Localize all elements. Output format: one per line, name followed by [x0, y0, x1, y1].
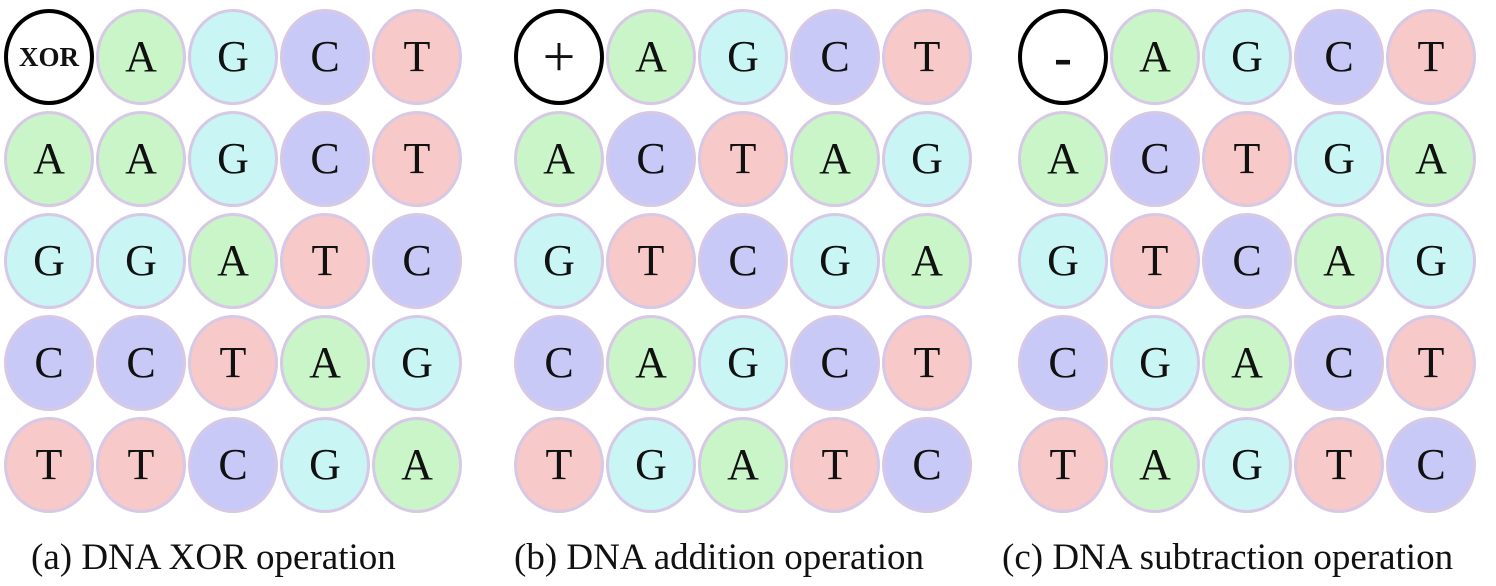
header-base-cell: C: [280, 9, 370, 105]
result-base-cell: G: [1386, 213, 1476, 309]
result-base-cell: T: [1202, 111, 1292, 207]
result-base-cell: G: [606, 417, 696, 513]
header-base-cell: T: [1386, 9, 1476, 105]
result-base-cell: T: [372, 111, 462, 207]
result-base-cell: G: [882, 111, 972, 207]
result-base-cell: A: [882, 213, 972, 309]
result-base-cell: C: [280, 111, 370, 207]
row-base-cell: G: [1018, 213, 1108, 309]
row-base-cell: C: [4, 315, 94, 411]
result-base-cell: T: [698, 111, 788, 207]
result-base-cell: A: [606, 315, 696, 411]
row-base-cell: A: [1018, 111, 1108, 207]
result-base-cell: A: [698, 417, 788, 513]
result-base-cell: C: [1386, 417, 1476, 513]
result-base-cell: G: [96, 213, 186, 309]
result-base-cell: T: [1294, 417, 1384, 513]
result-base-cell: C: [1202, 213, 1292, 309]
row-base-cell: C: [1018, 315, 1108, 411]
result-base-cell: A: [790, 111, 880, 207]
result-base-cell: G: [372, 315, 462, 411]
result-base-cell: C: [790, 315, 880, 411]
header-base-cell: C: [1294, 9, 1384, 105]
result-base-cell: G: [188, 111, 278, 207]
row-base-cell: G: [514, 213, 604, 309]
row-base-cell: T: [1018, 417, 1108, 513]
header-base-cell: A: [606, 9, 696, 105]
header-base-cell: G: [188, 9, 278, 105]
result-base-cell: T: [1110, 213, 1200, 309]
result-base-cell: C: [606, 111, 696, 207]
operator-symbol: +: [514, 9, 604, 105]
xor-table-caption: (a) DNA XOR operation: [31, 537, 396, 578]
result-base-cell: A: [1294, 213, 1384, 309]
result-base-cell: T: [790, 417, 880, 513]
result-base-cell: G: [1202, 417, 1292, 513]
result-base-cell: C: [372, 213, 462, 309]
operator-symbol: XOR: [4, 9, 94, 105]
header-base-cell: G: [1202, 9, 1292, 105]
result-base-cell: T: [1386, 315, 1476, 411]
result-base-cell: C: [1110, 111, 1200, 207]
result-base-cell: A: [1110, 417, 1200, 513]
result-base-cell: C: [96, 315, 186, 411]
result-base-cell: C: [1294, 315, 1384, 411]
result-base-cell: A: [188, 213, 278, 309]
subtraction-table-caption: (c) DNA subtraction operation: [1002, 537, 1454, 578]
result-base-cell: C: [882, 417, 972, 513]
header-base-cell: A: [1110, 9, 1200, 105]
addition-table-caption: (b) DNA addition operation: [514, 537, 924, 578]
result-base-cell: G: [1110, 315, 1200, 411]
result-base-cell: G: [1294, 111, 1384, 207]
row-base-cell: T: [4, 417, 94, 513]
result-base-cell: A: [96, 111, 186, 207]
result-base-cell: A: [280, 315, 370, 411]
header-base-cell: T: [372, 9, 462, 105]
result-base-cell: C: [698, 213, 788, 309]
header-base-cell: A: [96, 9, 186, 105]
row-base-cell: A: [514, 111, 604, 207]
result-base-cell: A: [372, 417, 462, 513]
result-base-cell: C: [188, 417, 278, 513]
result-base-cell: G: [698, 315, 788, 411]
result-base-cell: T: [882, 315, 972, 411]
header-base-cell: T: [882, 9, 972, 105]
result-base-cell: T: [280, 213, 370, 309]
result-base-cell: T: [606, 213, 696, 309]
result-base-cell: G: [280, 417, 370, 513]
result-base-cell: T: [96, 417, 186, 513]
result-base-cell: A: [1202, 315, 1292, 411]
row-base-cell: T: [514, 417, 604, 513]
row-base-cell: C: [514, 315, 604, 411]
row-base-cell: G: [4, 213, 94, 309]
result-base-cell: T: [188, 315, 278, 411]
row-base-cell: A: [4, 111, 94, 207]
header-base-cell: C: [790, 9, 880, 105]
operator-symbol: -: [1018, 9, 1108, 105]
result-base-cell: A: [1386, 111, 1476, 207]
result-base-cell: G: [790, 213, 880, 309]
header-base-cell: G: [698, 9, 788, 105]
